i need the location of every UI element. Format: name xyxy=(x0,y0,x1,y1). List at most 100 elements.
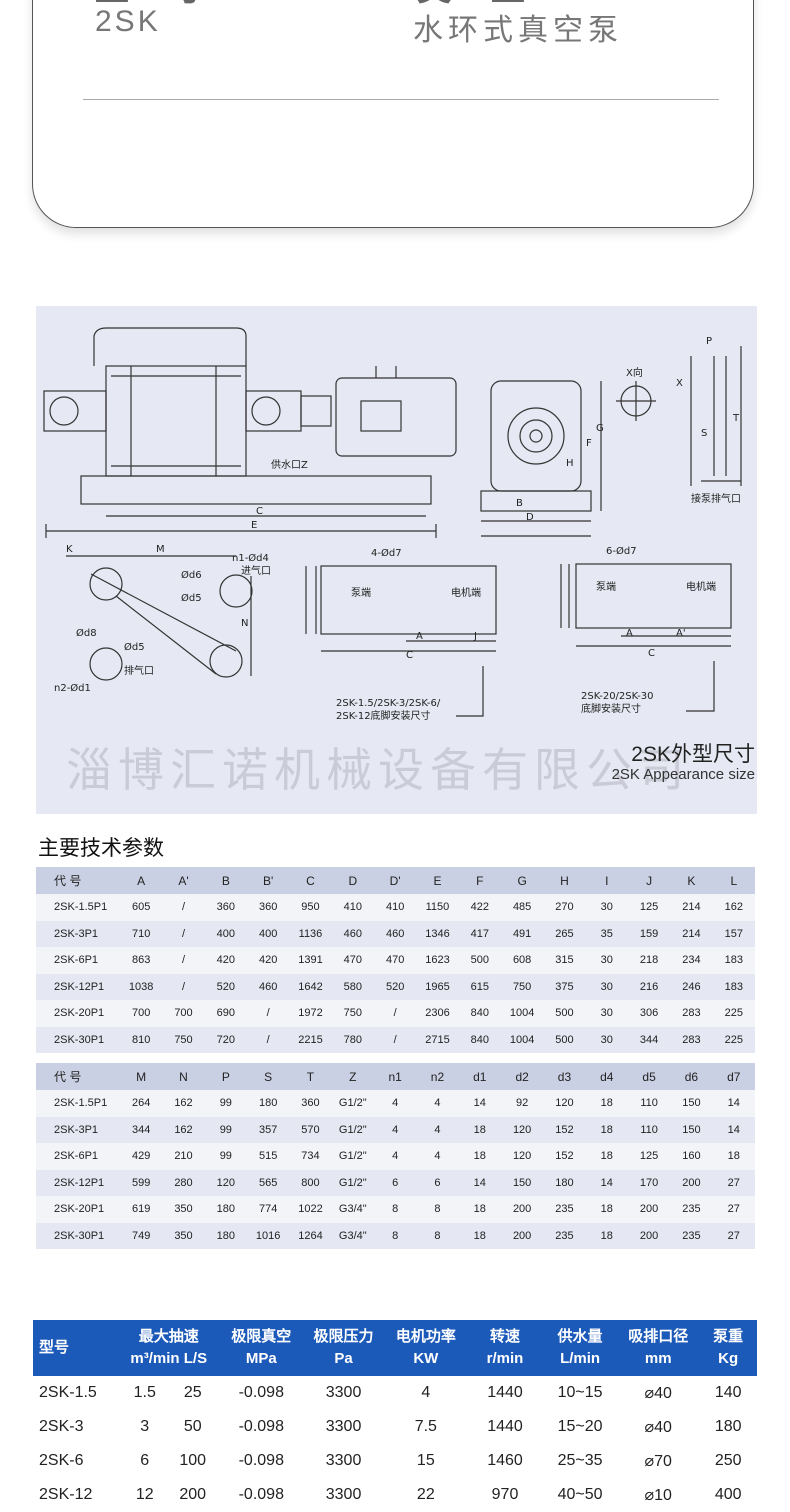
table-cell: 150 xyxy=(670,1116,713,1143)
table-cell: / xyxy=(162,973,205,1000)
table-cell: / xyxy=(162,920,205,947)
svg-text:C: C xyxy=(648,648,655,659)
table-cell: 120 xyxy=(500,1116,544,1143)
table-cell: 2SK-20P1 xyxy=(36,1196,120,1223)
table-cell: 7.5 xyxy=(414,1418,437,1435)
table-cell: 344 xyxy=(120,1116,163,1143)
table-cell: 18 xyxy=(458,1116,501,1143)
table-cell: 270 xyxy=(543,894,586,921)
coupling xyxy=(300,395,332,427)
table-cell: 515 xyxy=(246,1143,290,1170)
table-cell: 216 xyxy=(627,973,671,1000)
table-cell: / xyxy=(246,1000,290,1027)
col-header: n2 xyxy=(416,1063,459,1090)
table-cell: 18 xyxy=(585,1090,628,1117)
table-cell: 619 xyxy=(120,1196,163,1223)
table-cell: 700 xyxy=(162,1000,205,1027)
table-cell: 180 xyxy=(204,1222,247,1249)
table-cell: 250 xyxy=(714,1452,742,1469)
table-cell: ⌀40 xyxy=(644,1419,672,1436)
table-cell: 1965 xyxy=(416,973,459,1000)
svg-text:电机端: 电机端 xyxy=(451,586,481,599)
table-cell: 3300 xyxy=(325,1384,362,1401)
type-value: 水环式真空泵 xyxy=(413,14,623,47)
table-cell: 4 xyxy=(416,1116,459,1143)
svg-text:B: B xyxy=(516,498,523,509)
table-cell: 15 xyxy=(416,1452,435,1469)
table-cell: 150 xyxy=(670,1090,713,1117)
table-cell: 810 xyxy=(120,1026,163,1053)
table-cell: 99 xyxy=(204,1090,247,1117)
table-cell: 8 xyxy=(373,1196,417,1223)
table-cell: 608 xyxy=(500,947,544,974)
svg-text:Ød8: Ød8 xyxy=(76,627,97,639)
table-cell: 18 xyxy=(585,1196,628,1223)
speed-m3-min: 1.5 xyxy=(133,1384,156,1401)
table-cell: 40~50 xyxy=(557,1486,603,1503)
col-header: 代 号 xyxy=(36,867,120,894)
left-bearing xyxy=(43,390,107,432)
table-cell: 375 xyxy=(543,973,586,1000)
speed-l-s: 100 xyxy=(179,1452,207,1469)
table-cell: 157 xyxy=(712,920,755,947)
table-cell: 4 xyxy=(421,1384,431,1401)
table-cell: 18 xyxy=(585,1222,628,1249)
table-cell: 30 xyxy=(585,947,628,974)
table-cell: 283 xyxy=(670,1026,713,1053)
col-header: C xyxy=(289,867,332,894)
svg-text:X: X xyxy=(676,378,683,389)
table-cell: 110 xyxy=(627,1116,671,1143)
table-cell: 400 xyxy=(246,920,290,947)
table-cell: G1/2" xyxy=(331,1143,374,1170)
table-cell: 18 xyxy=(458,1222,501,1249)
dimension-drawing: 供水口Z C E K M N B D F G H S T P X X向 接泵排气… xyxy=(36,306,757,814)
svg-text:Ød5: Ød5 xyxy=(181,592,202,604)
table-cell: 800 xyxy=(289,1169,332,1196)
table-cell: 2SK-1.5 xyxy=(39,1384,97,1401)
col-header: E xyxy=(416,867,459,894)
table-cell: 491 xyxy=(500,920,544,947)
svg-text:C: C xyxy=(256,506,263,517)
foot-plan-large xyxy=(575,563,732,629)
col-header: T xyxy=(289,1063,332,1090)
table-cell: 2306 xyxy=(416,1000,459,1027)
label-water-port: 供水口Z xyxy=(271,458,308,471)
table-cell: 120 xyxy=(204,1169,247,1196)
table-cell: 2SK-12P1 xyxy=(36,973,120,1000)
table-cell: 159 xyxy=(627,920,671,947)
table-cell: 1972 xyxy=(289,1000,332,1027)
svg-text:4-Ød7: 4-Ød7 xyxy=(371,547,402,559)
table-cell: 6 xyxy=(373,1169,417,1196)
base-frame xyxy=(80,475,432,505)
table-cell: 500 xyxy=(543,1026,586,1053)
svg-text:A: A xyxy=(626,628,633,639)
table-cell: 460 xyxy=(373,920,417,947)
table-cell: 520 xyxy=(204,973,247,1000)
table-cell: 27 xyxy=(712,1169,755,1196)
table-cell: 3300 xyxy=(325,1452,362,1469)
table-cell: 200 xyxy=(627,1196,671,1223)
table-cell: 235 xyxy=(543,1222,586,1249)
table-cell: 410 xyxy=(373,894,417,921)
table-cell: 4 xyxy=(373,1143,417,1170)
table-cell: 774 xyxy=(246,1196,290,1223)
table-cell: 2SK-30P1 xyxy=(36,1222,120,1249)
col-header: J xyxy=(627,867,671,894)
outlet-flange xyxy=(89,647,123,681)
col-header: Z xyxy=(331,1063,374,1090)
table-cell: 140 xyxy=(714,1384,742,1401)
table-cell: 92 xyxy=(500,1090,544,1117)
table-cell: 1004 xyxy=(500,1026,544,1053)
table-cell: 162 xyxy=(162,1116,205,1143)
speed-l-s: 200 xyxy=(179,1486,207,1503)
svg-text:N: N xyxy=(241,618,248,629)
